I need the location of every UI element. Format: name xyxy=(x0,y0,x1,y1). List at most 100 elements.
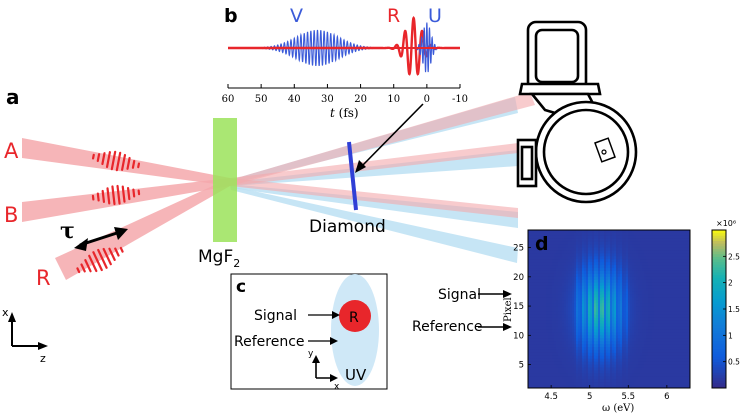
heatmap-cell xyxy=(556,323,559,328)
heatmap-cell xyxy=(566,294,569,298)
heatmap-cell xyxy=(652,314,655,319)
heatmap-cell xyxy=(646,309,649,313)
heatmap-cell xyxy=(630,265,633,269)
heatmap-cell xyxy=(536,338,539,342)
heatmap-cell xyxy=(596,303,599,307)
heatmap-cell xyxy=(612,329,615,333)
heatmap-cell xyxy=(644,370,647,374)
heatmap-cell xyxy=(550,317,553,322)
heatmap-cell xyxy=(622,364,625,369)
heatmap-cell xyxy=(618,370,621,374)
heatmap-cell xyxy=(528,282,531,287)
heatmap-cell xyxy=(652,352,655,357)
heatmap-cell xyxy=(660,244,663,249)
heatmap-cell xyxy=(618,232,621,237)
heatmap-cell xyxy=(668,338,671,342)
heatmap-cell xyxy=(594,244,597,249)
heatmap-cell xyxy=(630,320,633,325)
heatmap-cell xyxy=(654,279,657,284)
heatmap-cell xyxy=(598,320,601,325)
heatmap-cell xyxy=(562,332,565,336)
heatmap-cell xyxy=(674,311,677,316)
heatmap-cell xyxy=(566,270,569,275)
heatmap-cell xyxy=(604,262,607,266)
heatmap-cell xyxy=(684,358,687,363)
heatmap-cell xyxy=(606,358,609,363)
heatmap-cell xyxy=(674,244,677,249)
heatmap-cell xyxy=(600,344,603,348)
heatmap-cell xyxy=(610,247,613,251)
heatmap-cell xyxy=(620,232,623,237)
heatmap-cell xyxy=(604,320,607,325)
heatmap-cell xyxy=(584,329,587,333)
heatmap-cell xyxy=(666,256,669,260)
heatmap-cell xyxy=(592,314,595,319)
heatmap-cell xyxy=(536,303,539,307)
heatmap-cell xyxy=(584,244,587,249)
heatmap-cell xyxy=(670,326,673,330)
heatmap-cell xyxy=(628,297,631,301)
colorbar-cell xyxy=(712,287,726,292)
heatmap-cell xyxy=(612,367,615,371)
heatmap-cell xyxy=(534,329,537,333)
heatmap-cell xyxy=(648,273,651,278)
heatmap-cell xyxy=(544,364,547,369)
heatmap-cell xyxy=(600,338,603,342)
heatmap-cell xyxy=(648,326,651,330)
heatmap-cell xyxy=(580,300,583,304)
heatmap-cell xyxy=(638,297,641,301)
heatmap-cell xyxy=(572,297,575,301)
heatmap-cell xyxy=(634,288,637,292)
heatmap-cell xyxy=(542,241,545,246)
heatmap-cell xyxy=(658,385,661,389)
heatmap-cell xyxy=(572,317,575,322)
heatmap-cell xyxy=(646,320,649,325)
heatmap-cell xyxy=(632,376,635,380)
heatmap-cell xyxy=(662,320,665,325)
heatmap-cell xyxy=(632,250,635,254)
heatmap-cell xyxy=(662,300,665,304)
heatmap-cell xyxy=(532,241,535,246)
heatmap-cell xyxy=(566,297,569,301)
heatmap-cell xyxy=(572,314,575,319)
heatmap-cell xyxy=(668,355,671,360)
heatmap-cell xyxy=(608,382,611,386)
colorbar-cell xyxy=(712,269,726,273)
heatmap-cell xyxy=(554,247,557,251)
heatmap-cell xyxy=(566,268,569,272)
heatmap-cell xyxy=(684,253,687,257)
heatmap-cell xyxy=(596,361,599,366)
heatmap-cell xyxy=(558,364,561,369)
colorbar-cell xyxy=(712,369,726,373)
heatmap-cell xyxy=(646,268,649,272)
heatmap-cell xyxy=(584,323,587,328)
heatmap-cell xyxy=(598,329,601,333)
heatmap-cell xyxy=(574,270,577,275)
heatmap-cell xyxy=(612,247,615,251)
heatmap-cell xyxy=(578,273,581,278)
heatmap-cell xyxy=(584,297,587,301)
heatmap-cell xyxy=(588,235,591,240)
heatmap-cell xyxy=(670,358,673,363)
heatmap-cell xyxy=(630,370,633,374)
heatmap-cell xyxy=(596,241,599,246)
heatmap-cell xyxy=(550,303,553,307)
heatmap-cell xyxy=(638,352,641,357)
colorbar-ticks: 0.511.522.5 xyxy=(723,252,740,367)
heatmap-cell xyxy=(672,285,675,290)
heatmap-cell xyxy=(632,306,635,310)
heatmap-cell xyxy=(684,268,687,272)
heatmap-cell xyxy=(558,232,561,237)
heatmap-cell xyxy=(638,282,641,287)
heatmap-cell xyxy=(576,291,579,295)
heatmap-cell xyxy=(686,285,689,290)
heatmap-cell xyxy=(540,288,543,292)
heatmap-cell xyxy=(582,361,585,366)
heatmap-cell xyxy=(654,270,657,275)
heatmap-cell xyxy=(546,282,549,287)
heatmap-cell xyxy=(566,341,569,345)
heatmap-cell xyxy=(538,279,541,284)
heatmap-cell xyxy=(672,300,675,304)
heatmap-cell xyxy=(582,279,585,284)
heatmap-cell xyxy=(616,282,619,287)
